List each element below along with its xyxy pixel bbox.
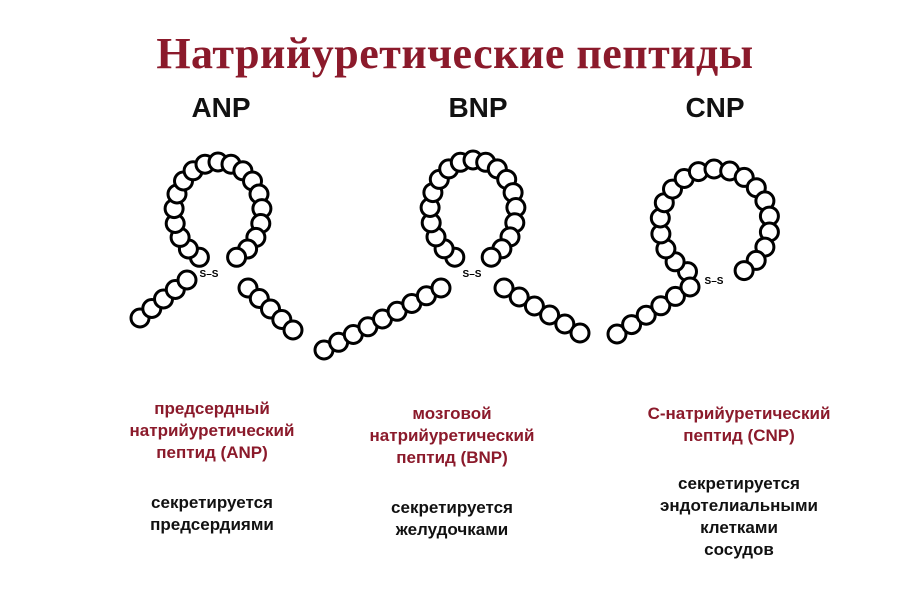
anp-chain: [129, 151, 304, 341]
cnp-name: С-натрийуретический пептид (CNP): [594, 403, 884, 447]
amino-acid-bead: [679, 276, 701, 298]
anp-label: ANP: [191, 92, 251, 123]
amino-acid-bead: [539, 304, 561, 326]
cnp-label: CNP: [685, 92, 745, 123]
amino-acid-bead: [554, 313, 576, 335]
bnp-disulfide-bond: S–S: [463, 269, 482, 280]
cnp-secretion-line: клетками: [700, 518, 778, 537]
bnp-label: BNP: [448, 92, 508, 123]
cnp-disulfide-bond: S–S: [705, 276, 724, 287]
amino-acid-bead: [176, 269, 198, 291]
amino-acid-bead: [226, 246, 248, 268]
amino-acid-bead: [523, 295, 545, 317]
bnp-name-line: мозговой: [412, 404, 492, 423]
amino-acid-bead: [650, 295, 672, 317]
anp-secretion-line: предсердиями: [150, 515, 274, 534]
cnp-secretion-line: секретируется: [678, 474, 800, 493]
bnp-name-line: натрийуретический: [369, 426, 535, 445]
anp-secretion: секретируется предсердиями: [67, 492, 357, 536]
cnp-chain: [606, 158, 780, 345]
cnp-name-line: пептид (CNP): [683, 426, 795, 445]
bnp-chain: [313, 149, 591, 361]
anp-secretion-line: секретируется: [151, 493, 273, 512]
amino-acid-bead: [430, 277, 452, 299]
amino-acid-bead: [493, 277, 515, 299]
amino-acid-bead: [508, 286, 530, 308]
amino-acid-bead: [480, 246, 502, 268]
amino-acid-bead: [664, 285, 686, 307]
amino-acid-bead: [621, 314, 643, 336]
amino-acid-bead: [733, 260, 755, 282]
bnp-secretion-line: секретируется: [391, 498, 513, 517]
anp-disulfide-bond: S–S: [200, 269, 219, 280]
bnp-name: мозговой натрийуретический пептид (BNP): [307, 403, 597, 469]
anp-name-line: натрийуретический: [129, 421, 295, 440]
cnp-secretion-line: эндотелиальными: [660, 496, 818, 515]
cnp-name-line: С-натрийуретический: [647, 404, 831, 423]
amino-acid-bead: [606, 323, 628, 345]
bnp-secretion: секретируется желудочками: [307, 497, 597, 541]
amino-acid-bead: [569, 322, 591, 344]
amino-acid-bead: [635, 304, 657, 326]
page-title: Натрийуретические пептиды: [156, 29, 754, 78]
anp-name: предсердный натрийуретический пептид (AN…: [67, 398, 357, 464]
cnp-secretion: секретируется эндотелиальными клетками с…: [594, 473, 884, 561]
cnp-secretion-line: сосудов: [704, 540, 774, 559]
bnp-name-line: пептид (BNP): [396, 448, 508, 467]
anp-name-line: предсердный: [154, 399, 270, 418]
bnp-secretion-line: желудочками: [395, 520, 509, 539]
anp-name-line: пептид (ANP): [156, 443, 268, 462]
amino-acid-bead: [282, 319, 304, 341]
